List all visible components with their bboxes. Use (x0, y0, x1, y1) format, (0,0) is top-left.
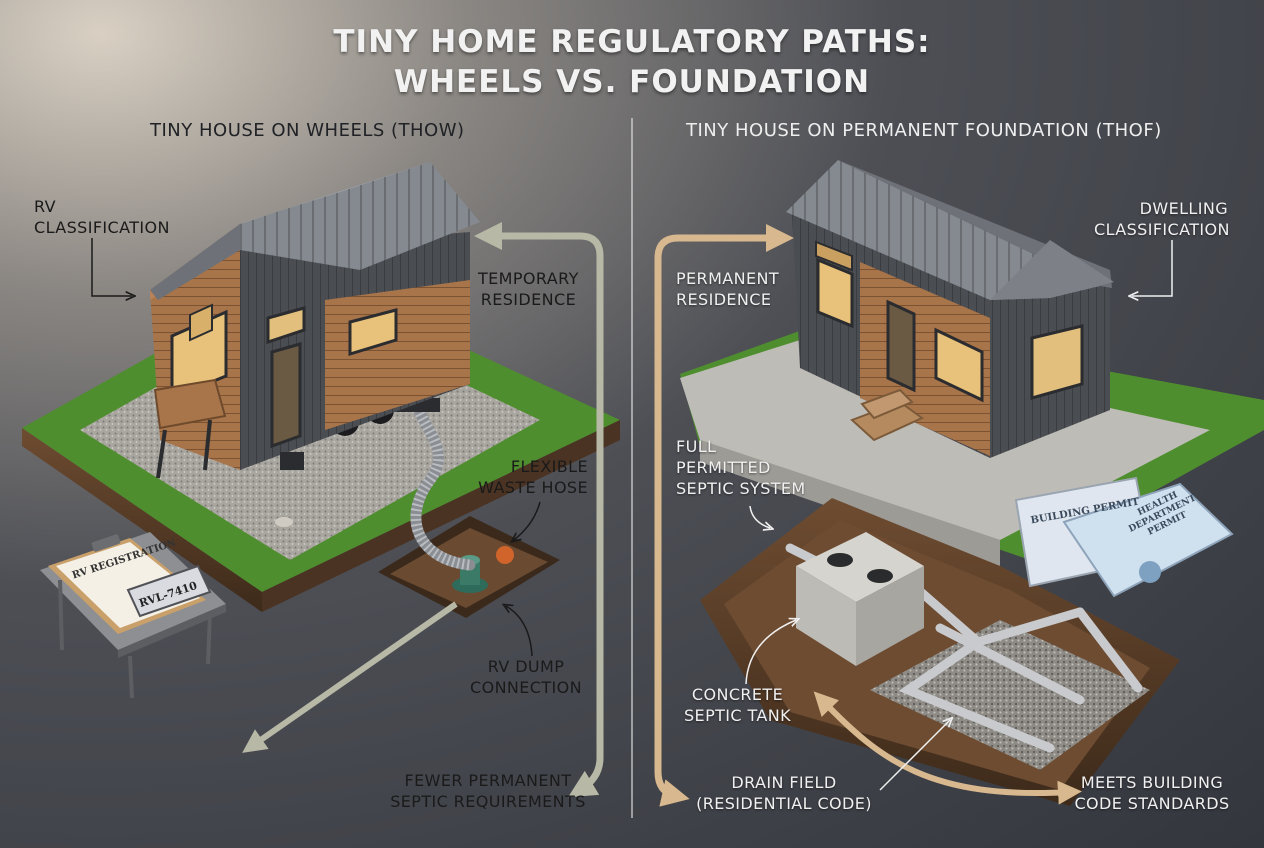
left-down-arrow (242, 601, 458, 753)
hose-leader (514, 501, 541, 540)
page-title: TINY HOME REGULATORY PATHS: WHEELS VS. F… (0, 22, 1264, 102)
right-flow-arrow (654, 224, 794, 807)
thow-house (150, 162, 480, 479)
title-line-1: TINY HOME REGULATORY PATHS: (333, 24, 931, 60)
rv-classification-leader (91, 238, 132, 296)
title-line-2: WHEELS VS. FOUNDATION (393, 64, 871, 100)
left-flow-arrow (474, 222, 604, 798)
temporary-residence-label: TEMPORARY RESIDENCE (478, 269, 579, 309)
rv-classification-label: RV CLASSIFICATION (34, 197, 170, 237)
meets-code-standards-label: MEETS BUILDING CODE STANDARDS (1074, 773, 1230, 813)
concrete-septic-tank-label: CONCRETE SEPTIC TANK (684, 685, 792, 725)
permanent-residence-label: PERMANENT RESIDENCE (676, 269, 780, 309)
rv-registration-table (40, 532, 226, 699)
permit-documents (1014, 476, 1234, 598)
column-divider (631, 118, 633, 818)
drain-field-leader (879, 720, 950, 791)
dwelling-classification-label: DWELLING CLASSIFICATION (1094, 199, 1230, 239)
right-bottom-arrow (813, 691, 1082, 805)
thof-heading: TINY HOUSE ON PERMANENT FOUNDATION (THOF… (686, 120, 1162, 141)
concrete-septic-tank (796, 532, 924, 666)
rv-dump-connection-label: RV DUMP CONNECTION (470, 657, 583, 697)
flexible-waste-hose-label: FLEXIBLE WASTE HOSE (478, 457, 588, 497)
thof-house (786, 160, 1114, 458)
fewer-septic-requirements-label: FEWER PERMANENT SEPTIC REQUIREMENTS (390, 771, 586, 811)
full-septic-system-label: FULL PERMITTED SEPTIC SYSTEM (676, 437, 806, 498)
dwelling-leader (1132, 240, 1173, 296)
tank-leader (745, 620, 796, 685)
dump-leader (506, 606, 533, 657)
drain-field-label: DRAIN FIELD (RESIDENTIAL CODE) (696, 773, 872, 813)
septic-system-leader (749, 505, 770, 528)
thow-heading: TINY HOUSE ON WHEELS (THOW) (150, 120, 465, 141)
